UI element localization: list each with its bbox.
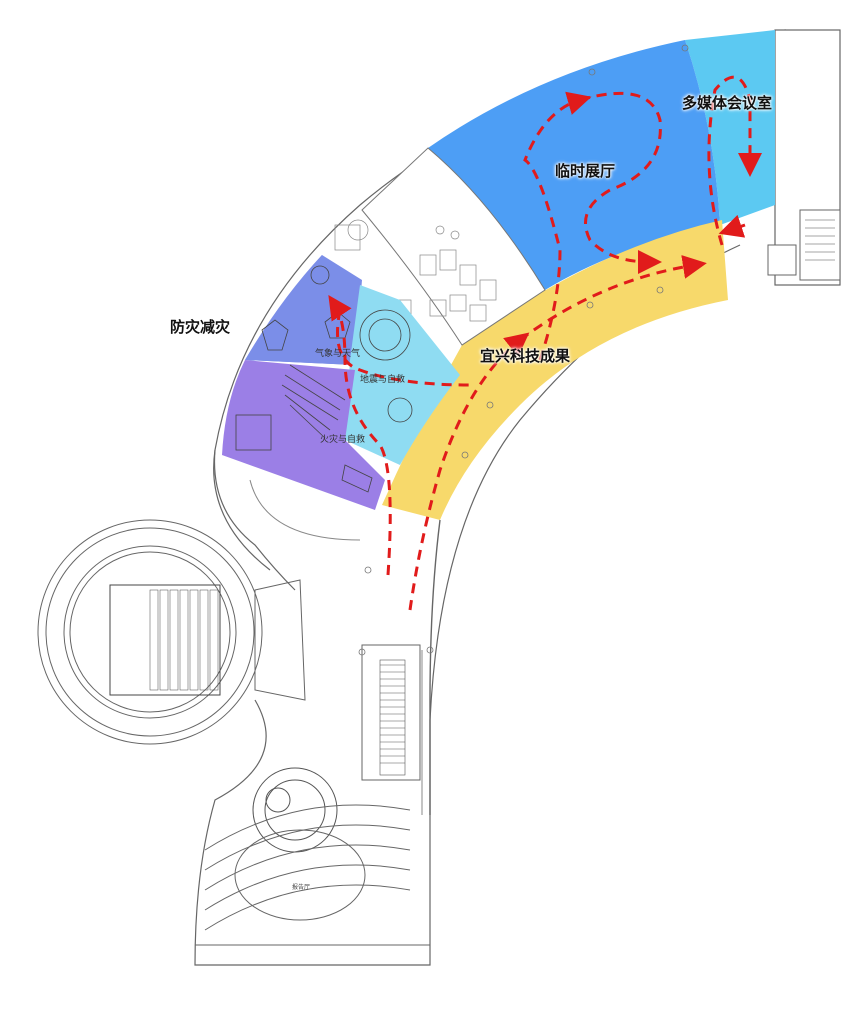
route-arrow-icon [707,75,762,246]
round-tower [252,767,338,853]
route-arrow-icon [519,255,707,342]
label-disaster-prevention: 防灾减灾 [170,318,231,336]
escalator-icon [379,659,406,776]
column-dots [358,44,689,656]
fire-area [222,360,385,510]
lobby-arc [249,479,361,541]
route-arrow-icon [523,91,592,361]
service-area [361,147,546,346]
route-arrow-icon [328,295,392,576]
visitor-route [328,75,762,611]
lecture-hall [37,519,263,745]
disaster-fixtures [235,265,413,493]
earthquake-area [345,285,460,465]
stair-block [799,209,841,281]
label-lecture-hall: 报告厅 [292,884,311,891]
route-arrow-icon [579,91,662,274]
label-yixing-science: 宜兴科技成果 [480,347,571,365]
label-meteorology: 气象与天气 [315,349,361,359]
lobby-wall-left [213,449,296,591]
lecture-seats [149,589,219,691]
amphitheater [195,804,430,946]
staircase-icon [805,219,835,261]
route-arrow-icon [718,214,746,238]
east-wall [429,519,441,815]
label-multimedia-room: 多媒体会议室 [682,94,773,112]
route-arrow-icon [408,332,530,611]
meteorology-area-2 [245,255,362,365]
lecture-hall-wing [254,579,306,701]
route-arrow-icon [336,309,471,387]
restroom-fixtures [334,219,497,322]
yixing-corridor-area [382,220,728,520]
escalator-frame [361,644,421,781]
label-temporary-hall: 临时展厅 [555,162,616,180]
temporary-hall-area [428,40,720,290]
elevator-box [767,244,797,276]
bottom-curve-wall [194,699,431,966]
label-fire: 火灾与自救 [320,435,366,445]
label-earthquake: 地震与自救 [360,375,406,385]
